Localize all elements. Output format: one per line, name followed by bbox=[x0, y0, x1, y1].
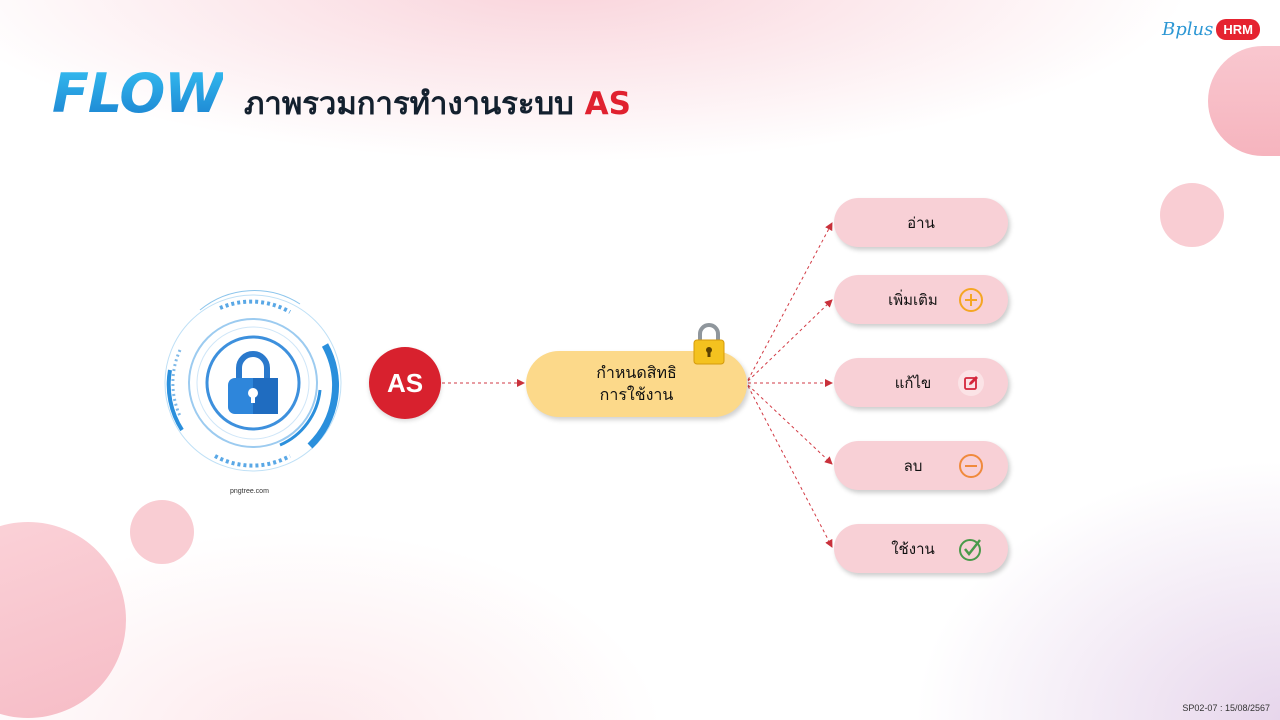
padlock-icon bbox=[693, 323, 725, 365]
title-text: ภาพรวมการทำงานระบบ bbox=[244, 86, 574, 122]
permission-delete: ลบ bbox=[834, 441, 1008, 490]
permission-label: ลบ bbox=[903, 456, 923, 475]
minus-circle-icon bbox=[959, 454, 983, 478]
permission-edit: แก้ไข bbox=[834, 358, 1008, 407]
center-node-line1: กำหนดสิทธิ bbox=[596, 363, 677, 382]
center-node-line2: การใช้งาน bbox=[599, 385, 674, 404]
permission-label: เพิ่มเติม bbox=[888, 290, 938, 309]
decor-circle bbox=[1160, 183, 1224, 247]
permission-add: เพิ่มเติม bbox=[834, 275, 1008, 324]
flow-logo: FLOW bbox=[52, 62, 224, 125]
security-lock-illustration bbox=[164, 290, 342, 472]
page-title: ภาพรวมการทำงานระบบ AS bbox=[244, 78, 631, 128]
permission-read: อ่าน bbox=[834, 198, 1008, 247]
brand-script: Bplus bbox=[1162, 18, 1214, 40]
footer-code: SP02-07 : 15/08/2567 bbox=[1182, 703, 1270, 713]
permission-label: อ่าน bbox=[907, 213, 935, 232]
title-accent: AS bbox=[584, 86, 631, 122]
decor-circle bbox=[1208, 46, 1280, 156]
decor-circle bbox=[130, 500, 194, 564]
source-caption: pngtree.com bbox=[230, 488, 269, 495]
brand-badge: HRM bbox=[1216, 18, 1260, 40]
brand-logo: Bplus HRM bbox=[1162, 16, 1260, 42]
permission-label: แก้ไข bbox=[894, 373, 932, 392]
plus-circle-icon bbox=[959, 288, 983, 312]
permission-label: ใช้งาน bbox=[891, 539, 935, 558]
permission-use: ใช้งาน bbox=[834, 524, 1008, 573]
check-circle-icon bbox=[959, 539, 981, 561]
decor-circle bbox=[0, 522, 126, 718]
edit-icon bbox=[958, 370, 984, 396]
as-node: AS bbox=[369, 347, 441, 419]
